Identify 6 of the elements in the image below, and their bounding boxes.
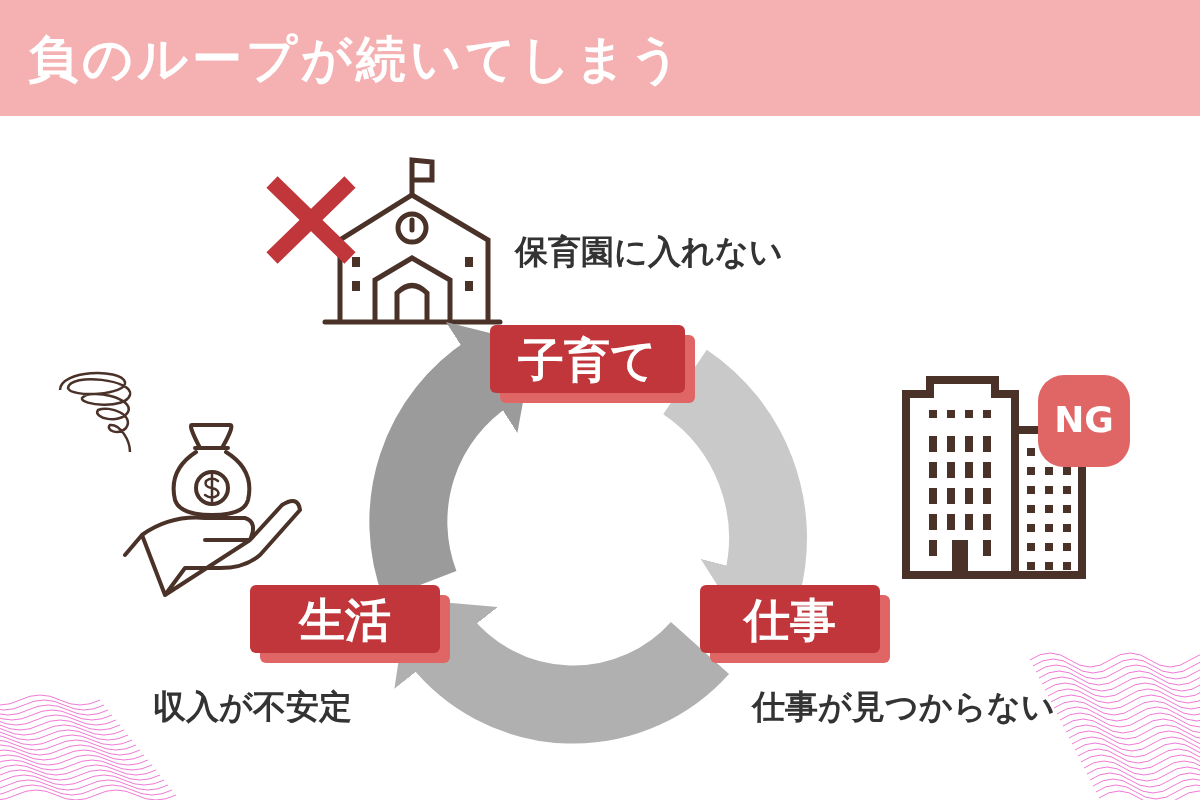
node-label: 収入が不安定 [153,686,352,728]
node-label: 仕事が見つからない [752,686,1055,728]
title-banner: 負のループが続いてしまう [0,0,1200,116]
node-label: 保育園に入れない [515,231,783,273]
badge: NG [1038,375,1130,467]
cycle-arrow [397,601,728,744]
